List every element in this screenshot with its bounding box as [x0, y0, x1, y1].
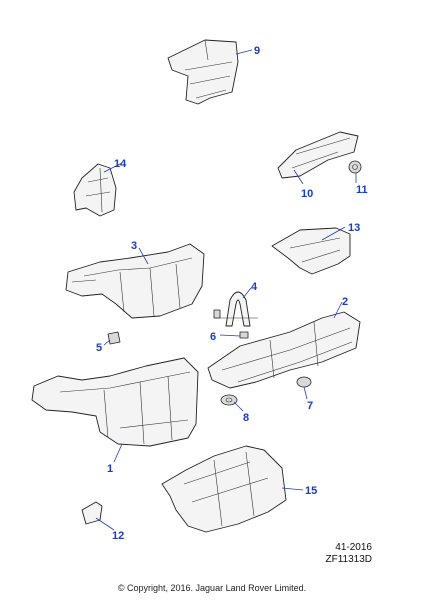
part-2-heat-shield[interactable] [207, 311, 361, 389]
callout-13[interactable]: 13 [348, 222, 360, 234]
copyright-notice: © Copyright, 2016. Jaguar Land Rover Lim… [117, 583, 307, 593]
callout-2[interactable]: 2 [342, 296, 348, 308]
figure-code: ZF11313D [325, 554, 372, 565]
callout-15[interactable]: 15 [305, 485, 317, 497]
callout-8[interactable]: 8 [243, 412, 249, 424]
callout-7[interactable]: 7 [307, 400, 313, 412]
part-3-heat-shield[interactable] [65, 243, 205, 319]
reference-block: 41-2016 ZF11313D [282, 542, 372, 566]
callout-10[interactable]: 10 [301, 188, 313, 200]
part-14-heat-shield[interactable] [73, 163, 117, 217]
part-9-heat-shield[interactable] [167, 39, 239, 105]
section-number: 41-2016 [335, 542, 372, 553]
part-15-heat-shield[interactable] [161, 445, 287, 533]
part-8-washer[interactable] [220, 394, 238, 406]
callout-11[interactable]: 11 [356, 184, 368, 196]
part-1-heat-shield[interactable] [31, 357, 199, 447]
part-10-heat-shield[interactable] [277, 131, 359, 179]
callout-1[interactable]: 1 [107, 463, 113, 475]
part-5-clip[interactable] [107, 331, 121, 345]
part-13-heat-shield[interactable] [271, 227, 351, 275]
part-11-nut[interactable] [348, 160, 362, 174]
part-7-grommet[interactable] [296, 376, 312, 388]
callout-14[interactable]: 14 [114, 158, 127, 170]
callout-12[interactable]: 12 [112, 530, 124, 542]
part-6-fastener[interactable] [213, 309, 249, 339]
callout-4[interactable]: 4 [251, 281, 258, 293]
callout-6[interactable]: 6 [210, 331, 216, 343]
callout-9[interactable]: 9 [254, 45, 260, 57]
callout-3[interactable]: 3 [131, 240, 137, 252]
part-12-bracket[interactable] [81, 501, 103, 525]
part-4-clamp[interactable] [214, 291, 258, 327]
callout-5[interactable]: 5 [96, 342, 102, 354]
